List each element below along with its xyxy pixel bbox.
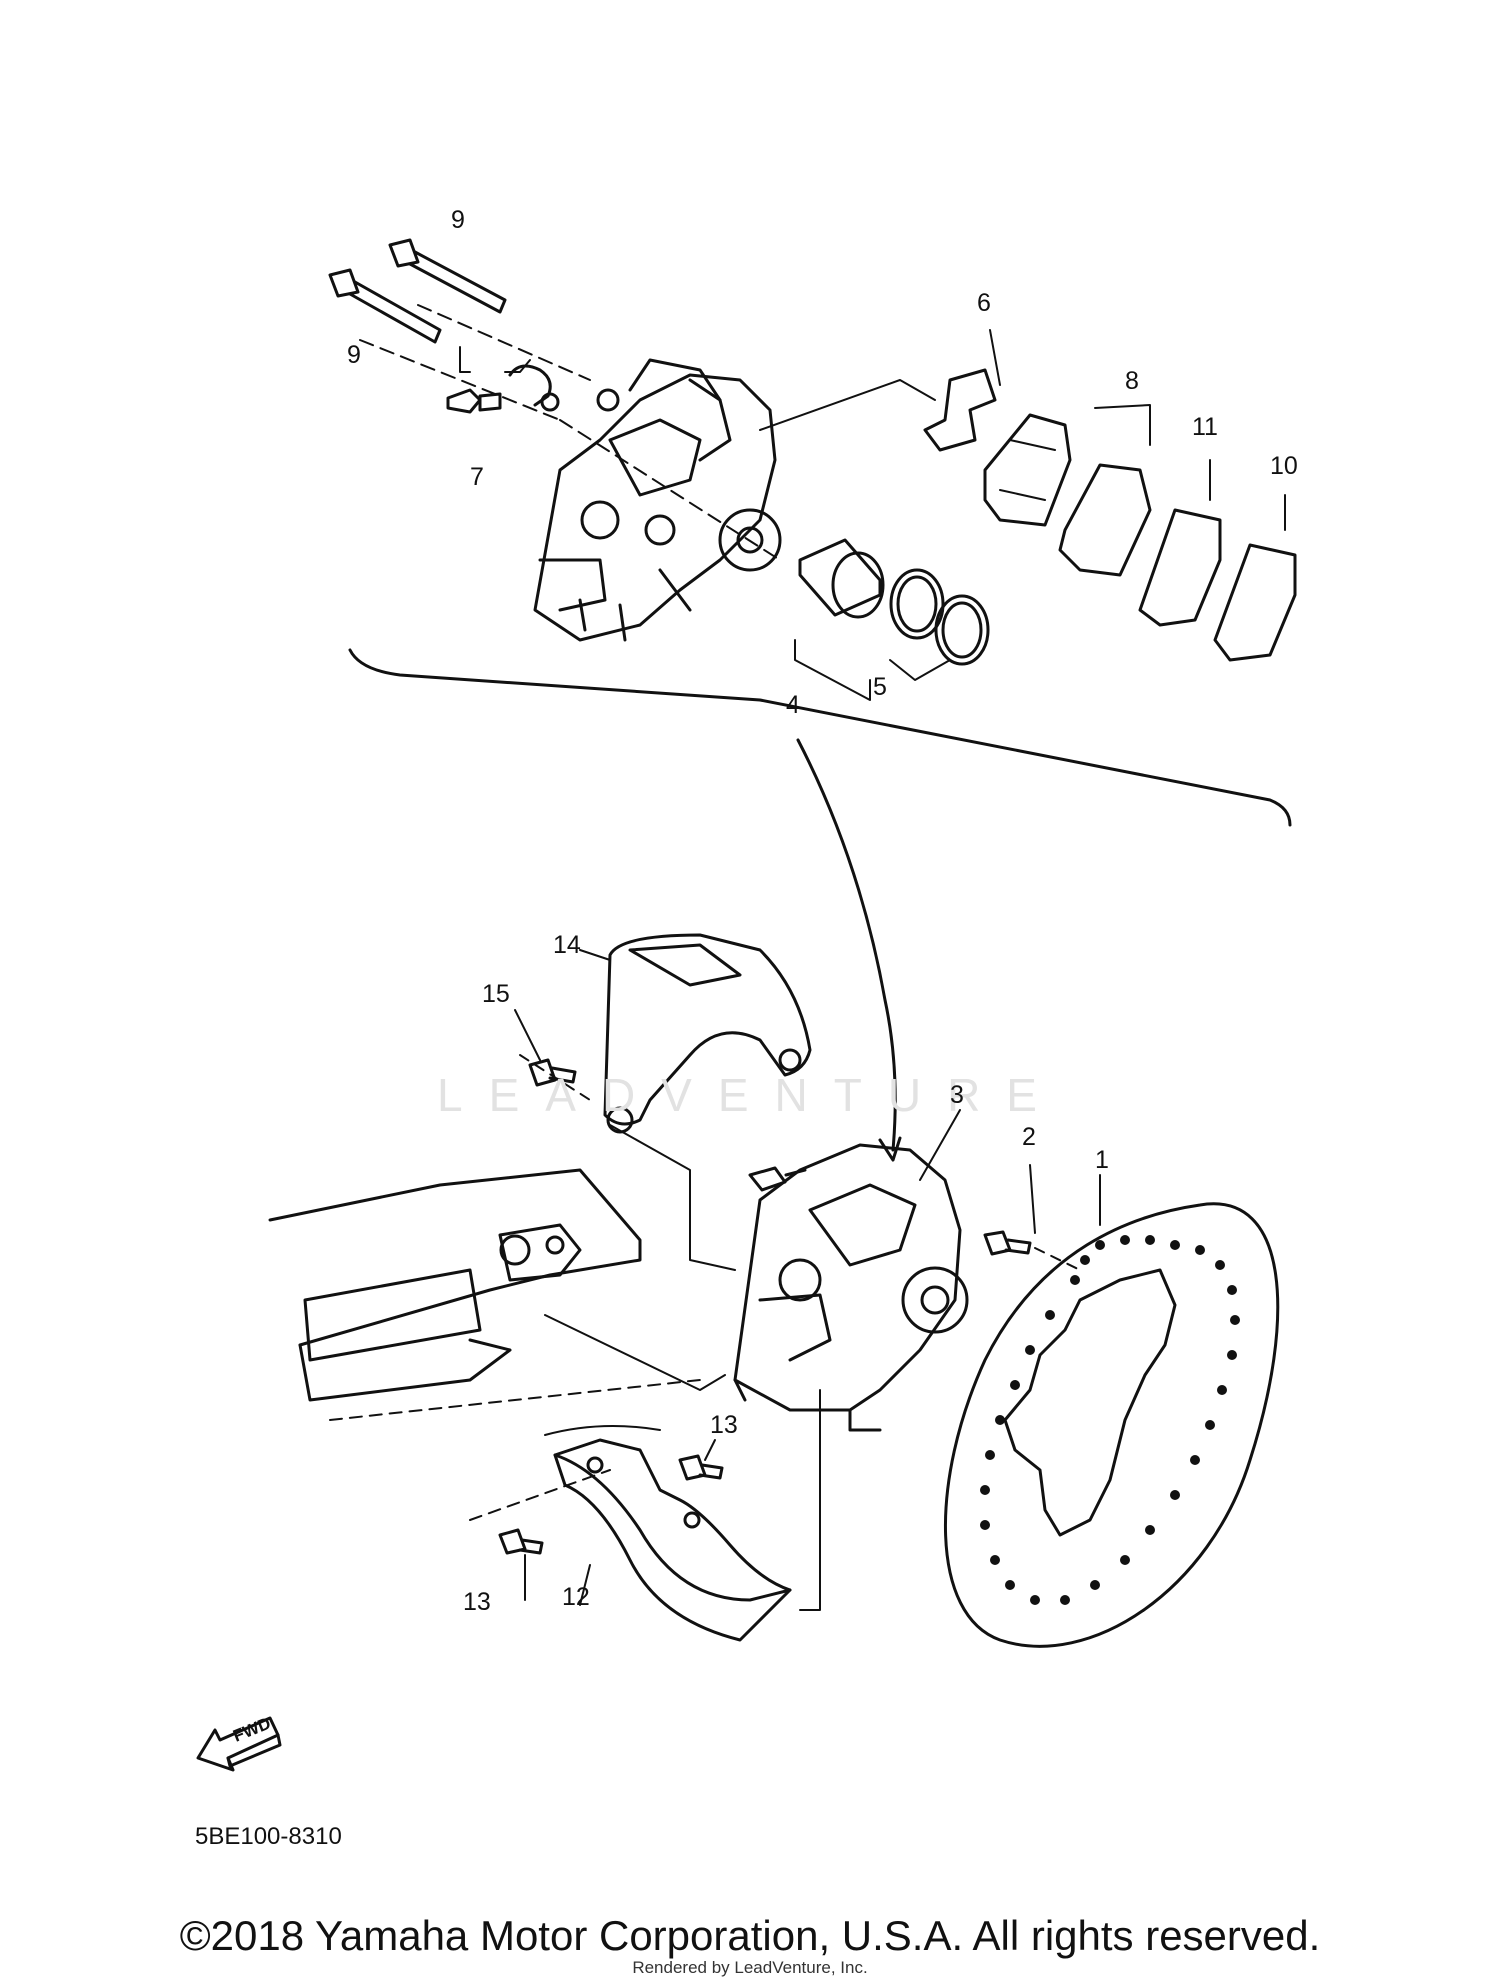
callout-3[interactable]: 3	[950, 1081, 964, 1109]
piston	[798, 538, 885, 619]
callout-8[interactable]: 8	[1125, 367, 1139, 395]
callout-14[interactable]: 14	[553, 931, 581, 959]
watermark: LEADVENTURE	[437, 1069, 1063, 1121]
callout-10[interactable]: 10	[1270, 452, 1298, 480]
callout-11[interactable]: 11	[1192, 413, 1218, 441]
shim-inner	[1138, 508, 1222, 627]
callout-15[interactable]: 15	[482, 980, 510, 1008]
callout-9-upper[interactable]: 9	[451, 206, 465, 234]
callout-13-left[interactable]: 13	[463, 1588, 491, 1616]
bracket-bolt	[519, 1054, 591, 1101]
callout-6[interactable]: 6	[977, 289, 991, 317]
callout-13-right[interactable]: 13	[710, 1411, 738, 1439]
rendered-by-text: Rendered by LeadVenture, Inc.	[632, 1958, 868, 1977]
callout-2[interactable]: 2	[1022, 1123, 1036, 1151]
piston-seals	[889, 568, 990, 666]
brake-disc	[943, 1202, 1280, 1648]
callout-7[interactable]: 7	[470, 463, 484, 491]
clip-ring	[508, 364, 620, 412]
cover-bolt	[498, 1454, 724, 1555]
caliper-exploded-body	[533, 358, 782, 642]
brake-pad-front	[983, 413, 1072, 527]
callout-1[interactable]: 1	[1095, 1146, 1109, 1174]
caliper-bracket	[603, 933, 812, 1271]
callout-5[interactable]: 5	[873, 673, 887, 701]
leader-lines-lower	[514, 949, 1101, 1606]
brake-pad-rear	[1058, 463, 1152, 577]
swingarm	[268, 1168, 726, 1421]
pad-support	[923, 368, 997, 452]
brake-disc-cover	[469, 1389, 821, 1642]
caliper-assembled	[733, 1143, 969, 1432]
bleed-screw	[446, 388, 502, 414]
copyright-text: ©2018 Yamaha Motor Corporation, U.S.A. A…	[179, 1912, 1321, 1959]
callout-4[interactable]: 4	[786, 691, 800, 719]
callout-12[interactable]: 12	[562, 1583, 590, 1611]
shim-outer	[1213, 543, 1297, 662]
leader-lines-upper	[359, 304, 1286, 701]
pin-upper	[388, 238, 507, 314]
fwd-arrow-icon	[196, 1716, 282, 1772]
pin-lower	[328, 268, 442, 344]
callout-9-lower[interactable]: 9	[347, 341, 361, 369]
disc-bolt	[983, 1230, 1081, 1271]
diagram-code: 5BE100-8310	[195, 1823, 342, 1850]
